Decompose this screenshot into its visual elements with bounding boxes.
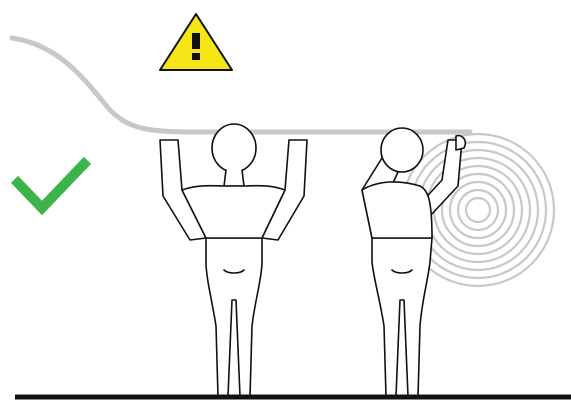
- warning-triangle-icon: [160, 14, 232, 70]
- overhead-cable: [12, 38, 470, 132]
- person-left: [160, 124, 307, 396]
- checkmark-icon: [18, 164, 84, 208]
